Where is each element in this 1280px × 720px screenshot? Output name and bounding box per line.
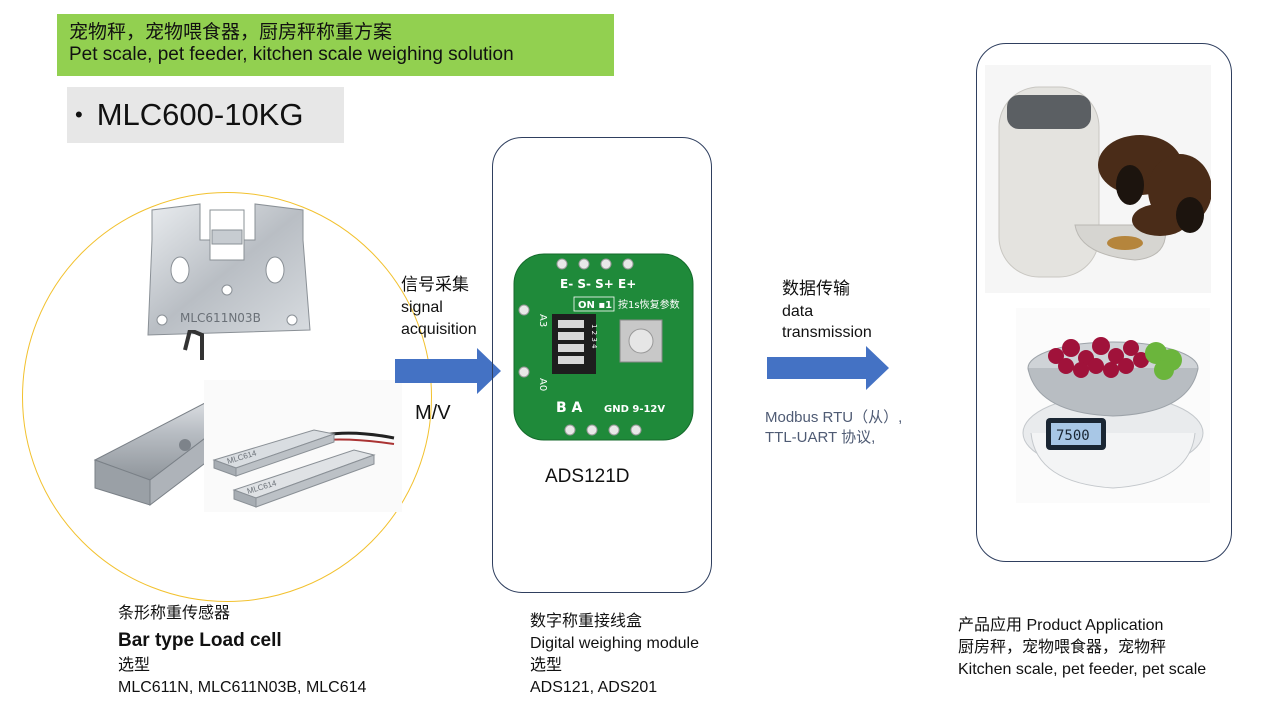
model-label-box: • MLC600-10KG [67, 87, 344, 143]
model-label: MLC600-10KG [96, 97, 304, 132]
pcb-power-label: GND 9-12V [604, 404, 665, 415]
module-caption-select: 选型 [530, 657, 563, 674]
sensor-caption-models: MLC611N, MLC611N03B, MLC614 [118, 679, 367, 696]
application-caption-1: 产品应用 Product Application [958, 617, 1164, 634]
module-name: ADS121D [545, 466, 630, 487]
module-caption-en: Digital weighing module [530, 635, 699, 652]
signal-label-en-1: signal [401, 299, 443, 316]
pcb-side-a3: A3 [537, 314, 548, 327]
title-en: Pet scale, pet feeder, kitchen scale wei… [69, 44, 514, 65]
module-caption-zh: 数字称重接线盒 [530, 613, 643, 630]
pcb-switch-numbers: 1 2 3 4 [590, 324, 598, 349]
signal-arrow-icon [395, 348, 501, 394]
title-banner: 宠物秤，宠物喂食器，厨房秤称重方案 Pet scale, pet feeder,… [57, 14, 614, 76]
signal-label-en-2: acquisition [401, 321, 477, 338]
bracket-marking: MLC611N03B [180, 311, 261, 325]
pcb-module-image: E- S- S+ E+ ON ▪1 按1s恢复参数 A3 A0 1 2 3 4 … [513, 253, 694, 441]
application-frame [976, 43, 1232, 562]
mlc614-image: MLC614 MLC614 [212, 429, 395, 508]
transmission-arrow-icon [767, 346, 889, 390]
protocol-line-2: TTL-UART 协议, [765, 429, 876, 446]
signal-unit: M/V [415, 402, 451, 424]
sensor-caption-en: Bar type Load cell [118, 630, 282, 651]
sensor-circle [22, 192, 432, 602]
pcb-bottom-pins: B A [556, 400, 583, 416]
sensor-caption-zh: 条形称重传感器 [118, 605, 231, 622]
pcb-top-pins: E- S- S+ E+ [560, 277, 636, 291]
application-caption-3: Kitchen scale, pet feeder, pet scale [958, 661, 1207, 678]
bullet-icon: • [75, 102, 83, 127]
protocol-line-1: Modbus RTU（从）, [765, 409, 903, 426]
pcb-button-label: 按1s恢复参数 [618, 298, 680, 311]
load-cell-bracket-image: MLC611N03B [147, 203, 311, 336]
signal-label-zh: 信号采集 [401, 275, 469, 294]
pcb-switch-label: ON ▪1 [578, 300, 612, 311]
transmission-label-en-1: data [782, 303, 814, 320]
sensor-caption-select: 选型 [118, 657, 151, 674]
kitchen-scale-image: 7500 [1016, 308, 1210, 503]
module-frame [492, 137, 712, 593]
title-zh: 宠物秤，宠物喂食器，厨房秤称重方案 [69, 22, 393, 43]
scale-display: 7500 [1056, 428, 1090, 444]
module-caption-models: ADS121, ADS201 [530, 679, 658, 696]
transmission-label-en-2: transmission [782, 324, 872, 341]
pet-feeder-image [985, 65, 1211, 293]
load-cell-inset: MLC614 MLC614 [204, 380, 402, 512]
application-caption-2: 厨房秤，宠物喂食器，宠物秤 [958, 639, 1167, 656]
transmission-label-zh: 数据传输 [782, 279, 850, 298]
pcb-side-a0: A0 [537, 378, 548, 391]
